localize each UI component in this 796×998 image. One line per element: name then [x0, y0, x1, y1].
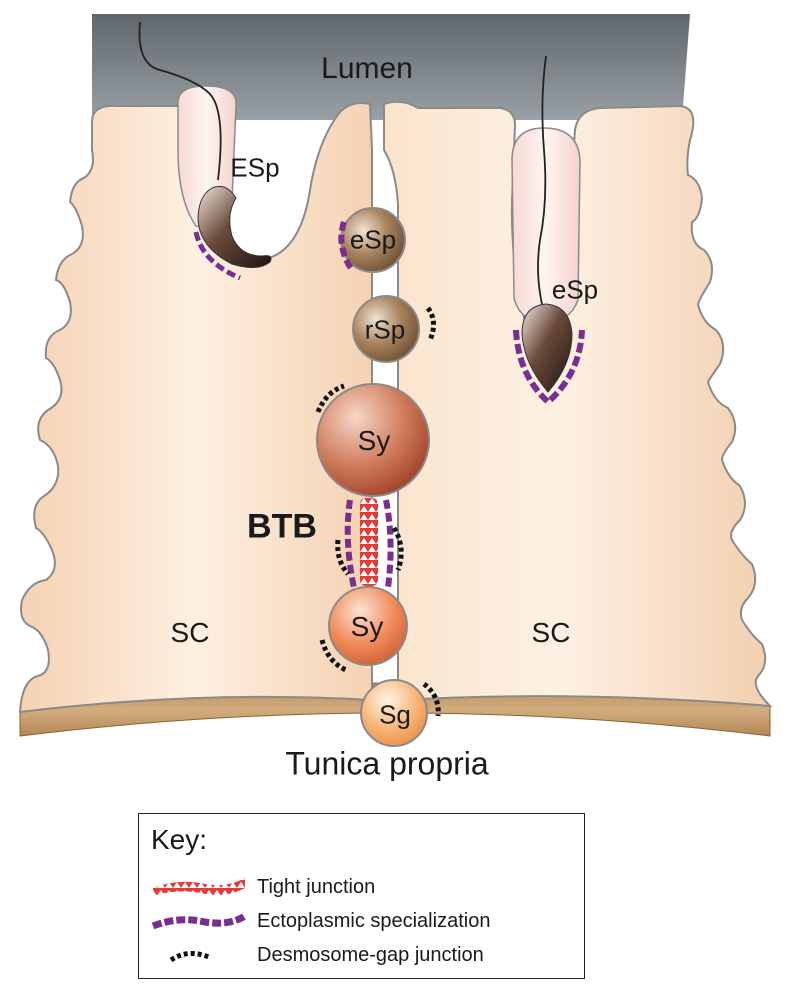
desmosome-sg — [422, 682, 441, 717]
round-spermatid-cell — [352, 295, 420, 363]
ectoplasmic-specialization-btb-right — [383, 499, 394, 589]
desmosome-rsp — [425, 306, 436, 342]
spermatogonium-label: Sg — [379, 699, 411, 730]
key-item-label: Desmosome-gap junction — [257, 944, 484, 966]
desmosome-btb-right — [391, 526, 404, 571]
elongating-spermatid-label-right: eSp — [551, 274, 599, 305]
spermatocyte-lower-label: Sy — [350, 611, 384, 642]
blood-testis-barrier-label: BTB — [247, 507, 317, 546]
desmosome-btb-left — [335, 539, 350, 576]
ectoplasmic-specialization-esp-mid — [338, 221, 355, 272]
spermatid-flagellum-right — [537, 55, 547, 321]
spermatocyte-upper-cell — [316, 383, 430, 497]
key-item-ectoplasmic-specialization: Ectoplasmic specialization — [139, 906, 584, 936]
lumen-region — [92, 14, 690, 120]
tight-junction-btb — [360, 498, 378, 586]
spermatocyte-lower-cell — [328, 586, 408, 666]
elongating-spermatid-label-left: eSp — [349, 224, 397, 255]
tight-junction-icon — [153, 878, 245, 896]
key-title: Key: — [151, 824, 208, 855]
spermatocyte-upper-label: Sy — [357, 425, 391, 456]
key-item-desmosome-gap-junction: Desmosome-gap junction — [139, 940, 584, 970]
ectoplasmic-specialization-icon — [151, 912, 247, 930]
sertoli-cell-left — [18, 102, 373, 714]
desmosome-gap-junction-icon — [169, 951, 213, 963]
key-legend: Key: Tight junction Ectoplasmic speciali… — [138, 813, 585, 979]
tunica-propria-label: Tunica propria — [285, 745, 489, 782]
ectoplasmic-specialization-btb-left — [344, 499, 357, 589]
key-item-tight-junction: Tight junction — [139, 872, 584, 902]
desmosome-sy-lower — [319, 639, 348, 673]
desmosome-sy-upper — [315, 383, 345, 413]
spermatid-head-right — [521, 303, 573, 393]
sertoli-cell-right-label: SC — [531, 617, 571, 648]
ectoplasmic-specialization-esp-left — [193, 231, 241, 281]
round-spermatid-label: rSp — [364, 314, 406, 345]
sertoli-cell-left-label: SC — [170, 617, 210, 648]
key-item-label: Ectoplasmic specialization — [257, 910, 491, 932]
spermatogonium-cell — [360, 679, 428, 747]
spermatid-flagellum-left — [138, 21, 222, 181]
elongating-spermatid-label-large: ESp — [230, 152, 280, 183]
lumen-label: Lumen — [321, 52, 413, 85]
key-item-label: Tight junction — [257, 876, 376, 898]
spermatid-head-left — [197, 185, 272, 268]
